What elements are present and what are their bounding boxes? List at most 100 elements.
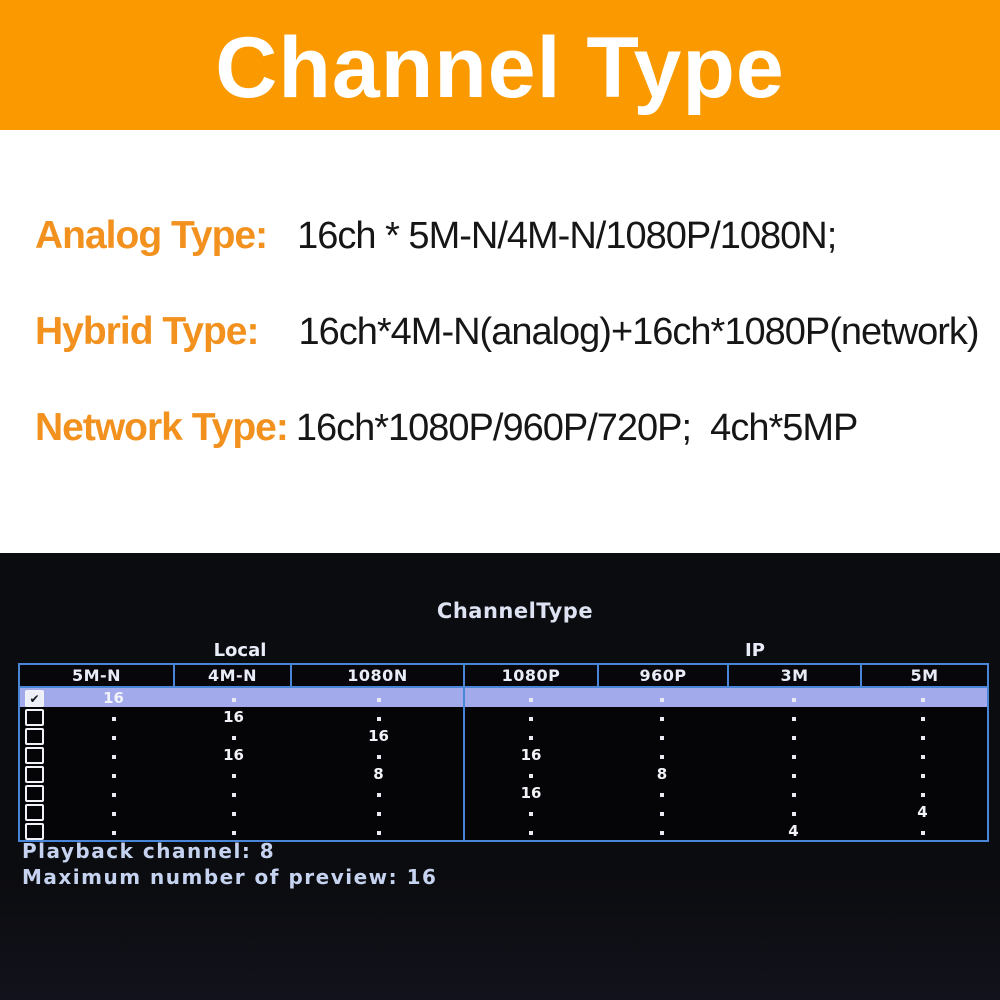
empty-value-dot xyxy=(660,754,664,759)
table-cell xyxy=(20,802,175,821)
column-header-5m-n: 5M-N xyxy=(20,665,175,686)
table-cell xyxy=(727,745,860,764)
checkbox-checked-icon[interactable]: ✔ xyxy=(25,690,44,707)
max-preview-text: Maximum number of preview: 16 xyxy=(22,865,438,889)
empty-value-dot xyxy=(529,773,533,778)
table-cell: 4 xyxy=(917,802,928,821)
table-cell xyxy=(20,783,175,802)
empty-value-dot xyxy=(111,830,116,835)
column-header-3m: 3M xyxy=(729,665,862,686)
table-row[interactable]: 16 xyxy=(20,783,987,802)
table-cell xyxy=(175,821,292,840)
checkbox-icon[interactable] xyxy=(25,785,44,802)
empty-value-dot xyxy=(660,735,664,740)
info-line-analog: Analog Type: 16ch * 5M-N/4M-N/1080P/1080… xyxy=(35,214,837,258)
column-header-960p: 960P xyxy=(599,665,729,686)
table-cell xyxy=(20,821,175,840)
empty-value-dot xyxy=(231,811,236,816)
page-title: Channel Type xyxy=(215,19,785,116)
table-cell xyxy=(860,745,985,764)
empty-value-dot xyxy=(231,697,236,702)
hybrid-type-value: 16ch*4M-N(analog)+16ch*1080P(network) xyxy=(298,311,979,353)
empty-value-dot xyxy=(791,792,796,797)
empty-value-dot xyxy=(791,754,796,759)
table-cell xyxy=(727,764,860,783)
empty-value-dot xyxy=(376,697,381,702)
network-type-label: Network Type: xyxy=(35,406,289,449)
empty-value-dot xyxy=(529,697,533,702)
table-cell xyxy=(597,802,727,821)
empty-value-dot xyxy=(376,792,381,797)
table-cell xyxy=(463,688,597,707)
table-cell xyxy=(597,821,727,840)
empty-value-dot xyxy=(660,716,664,721)
table-cell xyxy=(20,726,175,745)
empty-value-dot xyxy=(231,830,236,835)
table-row[interactable]: 16 xyxy=(20,707,987,726)
info-line-network: Network Type: 16ch*1080P/960P/720P; 4ch*… xyxy=(35,406,858,450)
empty-value-dot xyxy=(529,830,533,835)
column-header-1080p: 1080P xyxy=(465,665,599,686)
empty-value-dot xyxy=(529,735,533,740)
table-cell xyxy=(463,726,597,745)
empty-value-dot xyxy=(231,773,236,778)
table-row[interactable]: 4 xyxy=(20,802,987,821)
table-cell xyxy=(727,726,860,745)
empty-value-dot xyxy=(376,830,381,835)
checkbox-icon[interactable] xyxy=(25,804,44,821)
table-row[interactable]: ✔ 16 xyxy=(20,688,987,707)
empty-value-dot xyxy=(111,792,116,797)
info-section: Analog Type: 16ch * 5M-N/4M-N/1080P/1080… xyxy=(0,130,1000,553)
table-cell: 16 xyxy=(223,707,244,726)
table-cell: 16 xyxy=(103,688,124,707)
table-cell xyxy=(20,707,175,726)
table-cell xyxy=(175,783,292,802)
table-cell xyxy=(860,726,985,745)
checkbox-icon[interactable] xyxy=(25,728,44,745)
table-cell xyxy=(597,707,727,726)
table-cell xyxy=(860,764,985,783)
column-header-5m: 5M xyxy=(862,665,987,686)
column-header-1080n: 1080N xyxy=(292,665,465,686)
table-cell: 16 xyxy=(463,783,597,802)
table-cell xyxy=(860,821,985,840)
table-cell xyxy=(292,745,465,764)
empty-value-dot xyxy=(660,830,664,835)
empty-value-dot xyxy=(920,697,925,702)
table-cell xyxy=(463,802,597,821)
empty-value-dot xyxy=(660,697,664,702)
checkbox-icon[interactable] xyxy=(25,823,44,840)
table-cell xyxy=(463,764,597,783)
table-cell: 16 xyxy=(223,745,244,764)
table-cell xyxy=(860,707,985,726)
empty-value-dot xyxy=(111,735,116,740)
table-cell xyxy=(292,802,465,821)
table-row[interactable]: 16 xyxy=(20,726,987,745)
table-cell xyxy=(20,745,175,764)
table-cell xyxy=(175,726,292,745)
table-cell xyxy=(292,688,465,707)
table-cell xyxy=(597,783,727,802)
table-row[interactable]: 4 xyxy=(20,821,987,840)
table-cell xyxy=(727,707,860,726)
table-cell xyxy=(597,726,727,745)
checkbox-icon[interactable] xyxy=(25,766,44,783)
empty-value-dot xyxy=(111,773,116,778)
analog-type-label: Analog Type: xyxy=(35,214,268,257)
empty-value-dot xyxy=(111,754,116,759)
empty-value-dot xyxy=(660,811,664,816)
table-cell: 16 xyxy=(463,745,597,764)
table-cell xyxy=(727,802,860,821)
table-cell: 16 xyxy=(368,726,389,745)
empty-value-dot xyxy=(529,811,533,816)
table-cell xyxy=(597,745,727,764)
checkbox-icon[interactable] xyxy=(25,747,44,764)
empty-value-dot xyxy=(791,735,796,740)
empty-value-dot xyxy=(376,716,381,721)
empty-value-dot xyxy=(791,773,796,778)
checkbox-icon[interactable] xyxy=(25,709,44,726)
